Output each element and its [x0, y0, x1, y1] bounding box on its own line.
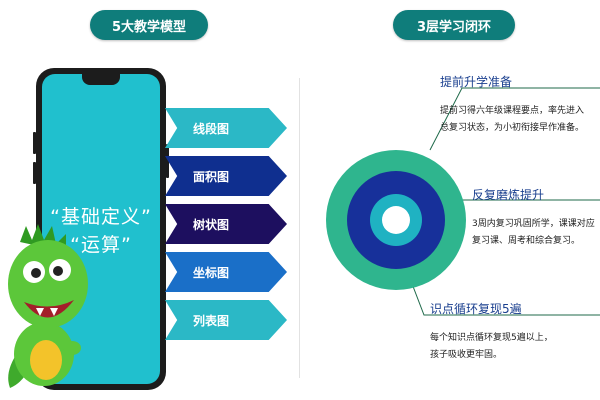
description-line: 总复习状态，为小初衔接早作准备。 [440, 123, 585, 133]
model-label: 面积图 [193, 169, 230, 184]
layer-description-cycle-review: 每个知识点循环复现5遍以上， 孩子吸收更牢固。 [430, 330, 553, 364]
model-label: 线段图 [193, 121, 230, 136]
model-label: 树状图 [193, 217, 230, 232]
model-bar-line-segment: 线段图 [165, 108, 287, 148]
description-line: 提前习得六年级课程要点，率先进入 [440, 106, 585, 116]
phone-text-basic-definition: “基础定义” [50, 206, 152, 228]
connector-line-outer [429, 87, 600, 151]
layer-description-advance-prep: 提前习得六年级课程要点，率先进入 总复习状态，为小初衔接早作准备。 [440, 103, 584, 137]
layer-description-repeat-practice: 3周内复习巩固所学，课课对应 复习课、周考和综合复习。 [472, 216, 595, 250]
learning-loop-diagram [326, 87, 600, 316]
layer-heading-repeat-practice: 反复磨炼提升 [472, 188, 545, 202]
phone-text-operation: “运算” [70, 234, 132, 256]
model-label: 坐标图 [193, 265, 230, 280]
description-line: 3周内复习巩固所学，课课对应 [472, 219, 595, 229]
layer-heading-advance-prep: 提前升学准备 [440, 75, 513, 89]
layer-heading-cycle-review: 识点循环复现5遍 [430, 302, 522, 316]
section-title-teaching-models: 5大教学模型 [90, 10, 208, 40]
section-title-learning-loop: 3层学习闭环 [393, 10, 515, 40]
model-bar-tree: 树状图 [165, 204, 287, 244]
description-line: 每个知识点循环复现5遍以上， [430, 333, 553, 343]
description-line: 孩子吸收更牢固。 [430, 350, 503, 360]
model-bar-coordinate: 坐标图 [165, 252, 287, 292]
model-bar-area: 面积图 [165, 156, 287, 196]
ring-center [382, 206, 410, 234]
phone-notch [82, 74, 120, 85]
model-bar-table: 列表图 [165, 300, 287, 340]
phone-side-button [33, 132, 36, 154]
phone-power-button [166, 144, 169, 178]
description-line: 复习课、周考和综合复习。 [472, 236, 581, 246]
phone-side-button [33, 162, 36, 184]
vertical-divider [299, 78, 300, 378]
dinosaur-mascot-icon [8, 224, 88, 388]
model-label: 列表图 [193, 313, 230, 328]
